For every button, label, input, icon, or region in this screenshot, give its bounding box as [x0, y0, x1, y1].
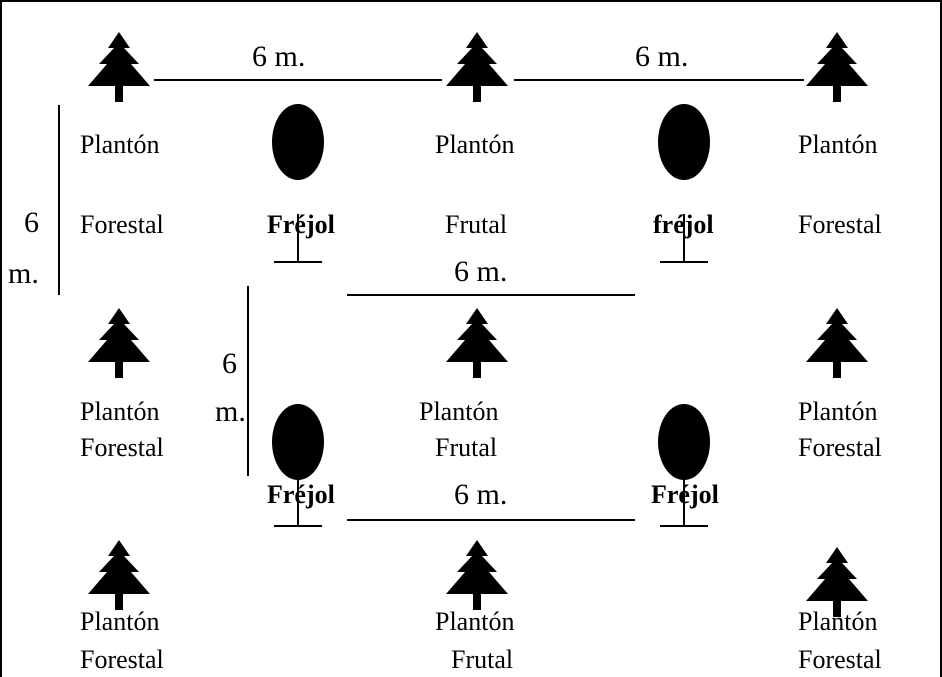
label-frutal: Frutal: [451, 645, 514, 674]
label-planton: Plantón: [435, 607, 515, 636]
dimension-line-vertical-center: [247, 286, 249, 476]
dimension-label-left-number: 6: [24, 206, 39, 239]
label-planton: Plantón: [80, 130, 160, 159]
label-frejol: Fréjol: [651, 480, 719, 509]
dimension-line-top-left: [154, 79, 442, 81]
conifer-tree-icon: [88, 540, 150, 610]
label-planton: Plantón: [419, 397, 499, 426]
conifer-tree-icon: [88, 308, 150, 378]
conifer-tree-icon: [446, 308, 508, 378]
label-planton: Plantón: [80, 397, 160, 426]
dimension-label-top-left: 6 m.: [252, 40, 306, 73]
conifer-tree-icon: [806, 32, 868, 102]
conifer-tree-icon: [446, 32, 508, 102]
label-frejol: fréjol: [653, 210, 714, 239]
dimension-line-top-right: [514, 79, 804, 81]
label-forestal: Forestal: [80, 645, 164, 674]
dimension-label-center-unit: m.: [215, 395, 246, 428]
label-planton: Plantón: [80, 607, 160, 636]
label-planton: Plantón: [798, 607, 878, 636]
label-forestal: Forestal: [798, 433, 882, 462]
dimension-line-bottom: [347, 519, 635, 521]
bean-plant-icon: [658, 104, 710, 263]
dimension-line-middle: [347, 294, 635, 296]
bean-plant-icon: [658, 404, 710, 527]
label-planton: Plantón: [798, 130, 878, 159]
label-forestal: Forestal: [80, 433, 164, 462]
dimension-label-top-right: 6 m.: [635, 40, 689, 73]
bean-plant-icon: [272, 104, 324, 263]
dimension-label-middle: 6 m.: [454, 255, 508, 288]
dimension-label-center-number: 6: [222, 347, 237, 380]
conifer-tree-icon: [806, 547, 868, 617]
label-frutal: Frutal: [445, 210, 508, 239]
dimension-label-left-unit: m.: [8, 257, 39, 290]
label-forestal: Forestal: [798, 645, 882, 674]
label-planton: Plantón: [435, 130, 515, 159]
label-frejol: Fréjol: [267, 480, 335, 509]
label-forestal: Forestal: [80, 210, 164, 239]
label-forestal: Forestal: [798, 210, 882, 239]
dimension-line-vertical-left: [58, 105, 60, 295]
label-frutal: Frutal: [435, 433, 498, 462]
dimension-label-bottom: 6 m.: [454, 478, 508, 511]
conifer-tree-icon: [446, 540, 508, 610]
label-planton: Plantón: [798, 397, 878, 426]
label-frejol: Fréjol: [267, 210, 335, 239]
conifer-tree-icon: [88, 32, 150, 102]
bean-plant-icon: [272, 404, 324, 527]
conifer-tree-icon: [806, 308, 868, 378]
